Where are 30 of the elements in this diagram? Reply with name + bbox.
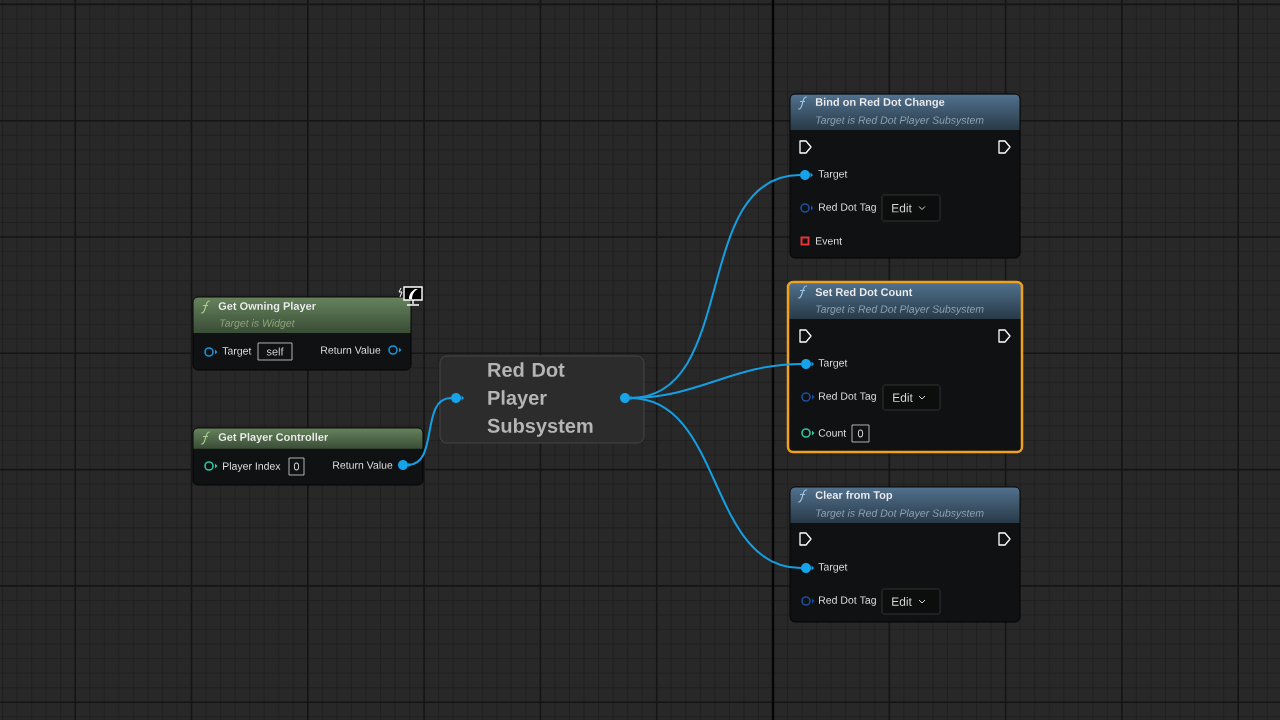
pin-label: Red Dot Tag: [819, 203, 876, 213]
pin-label: Player Index: [223, 462, 281, 472]
pin-label: Target: [818, 170, 848, 180]
pin-label: Count: [818, 429, 847, 437]
pin-label: Target: [222, 347, 252, 357]
input-field: self: [257, 342, 293, 361]
node-title: Clear from Top: [815, 490, 893, 502]
pin-label: Red Dot Tag: [819, 392, 876, 402]
node-title: Set Red Dot Count: [815, 287, 913, 297]
pin-label: Target: [818, 563, 848, 573]
node-subtitle: Target is Red Dot Player Subsystem: [816, 509, 984, 519]
pin-label: Return Value: [333, 461, 393, 469]
node-title: Bind on Red Dot Change: [815, 97, 945, 109]
node-subtitle: Target is Widget: [220, 319, 295, 329]
pin-label: Return Value: [321, 346, 381, 354]
connector: [407, 397, 452, 466]
node-title: Get Owning Player: [218, 301, 316, 313]
dropdown: Edit: [881, 194, 941, 222]
dropdown: Edit: [881, 588, 941, 615]
input-field: 0: [851, 424, 870, 443]
node-title: Get Player Controller: [218, 432, 329, 444]
node-subtitle: Target is Red Dot Player Subsystem: [816, 116, 984, 126]
node-subtitle: Target is Red Dot Player Subsystem: [816, 305, 984, 315]
input-field: 0: [288, 457, 305, 476]
connector: [629, 397, 802, 569]
pin-label: Red Dot Tag: [819, 596, 876, 606]
variable-node: Red Dot Player Subsystem: [439, 355, 645, 444]
pin-label: Target: [818, 359, 848, 369]
pin-label: Event: [816, 237, 842, 245]
dropdown: Edit: [882, 384, 941, 411]
